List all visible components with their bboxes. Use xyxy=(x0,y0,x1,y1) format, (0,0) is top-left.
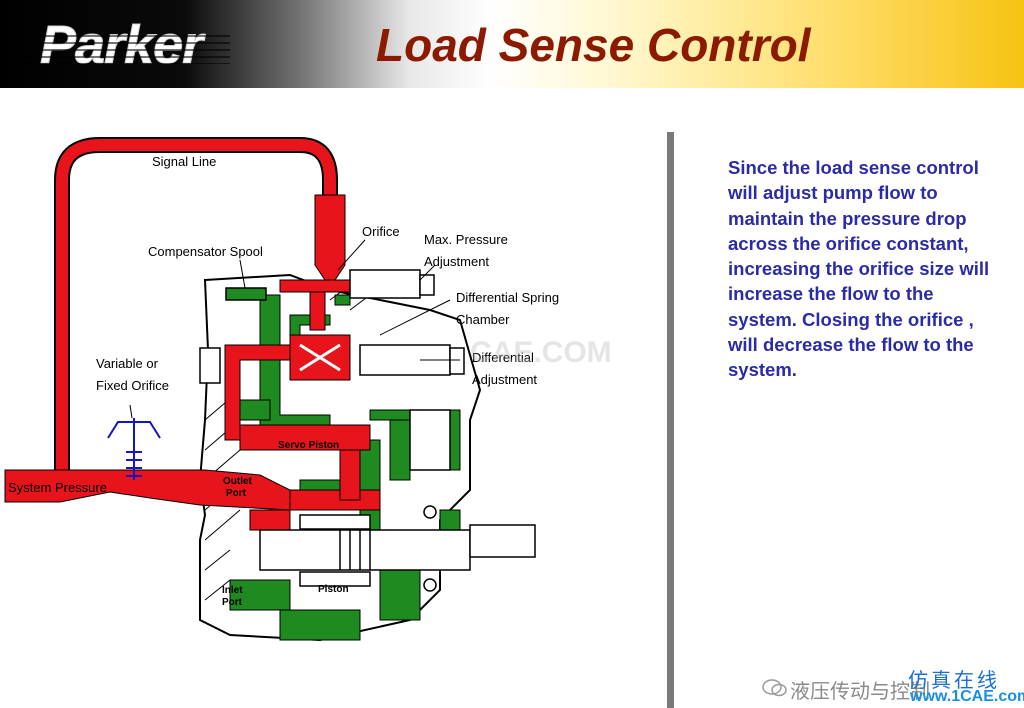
variable-orifice-symbol xyxy=(107,418,161,480)
label-piston: Piston xyxy=(318,584,349,595)
site-watermark-cn: 仿真在线 xyxy=(908,668,1000,692)
site-watermark-en: www.1CAE.com xyxy=(910,688,1024,705)
wechat-icon xyxy=(762,679,787,697)
label-differential-adj: Adjustment xyxy=(472,372,537,387)
parker-logo: Parker xyxy=(39,15,203,75)
label-compensator-spool: Compensator Spool xyxy=(148,244,263,259)
label-orifice: Orifice xyxy=(362,224,400,239)
slide-title: Load Sense Control xyxy=(376,19,811,71)
load-sense-diagram: Signal Line Compensator Spool Orifice Ma… xyxy=(4,137,559,642)
label-outlet: Outlet xyxy=(223,476,253,487)
description-text: Since the load sense control will adjust… xyxy=(728,157,990,381)
wechat-watermark: 液压传动与控制 xyxy=(790,679,930,703)
label-differential: Differential xyxy=(472,350,534,365)
label-fixed-orifice: Fixed Orifice xyxy=(96,378,169,393)
label-outlet-port: Port xyxy=(226,488,247,499)
label-max-pressure: Max. Pressure xyxy=(424,232,508,247)
signal-line xyxy=(54,137,338,475)
leader-lines xyxy=(129,239,460,419)
header-banner: Parker Load Sense Control xyxy=(0,0,1024,88)
label-servo-piston: Servo Piston xyxy=(278,440,339,451)
pressure-passages xyxy=(4,194,381,531)
label-signal-line: Signal Line xyxy=(152,154,216,169)
label-max-pressure-adj: Adjustment xyxy=(424,254,489,269)
vertical-divider xyxy=(667,132,674,708)
label-inlet: Inlet xyxy=(222,585,243,596)
label-diff-spring: Differential Spring xyxy=(456,290,559,305)
label-diff-spring-chamber: Chamber xyxy=(456,312,510,327)
label-variable: Variable or xyxy=(96,356,159,371)
center-watermark: CAE.COM xyxy=(470,336,612,369)
rotating-group xyxy=(259,409,536,592)
label-system-pressure: System Pressure xyxy=(8,480,107,495)
label-inlet-port: Port xyxy=(222,597,243,608)
